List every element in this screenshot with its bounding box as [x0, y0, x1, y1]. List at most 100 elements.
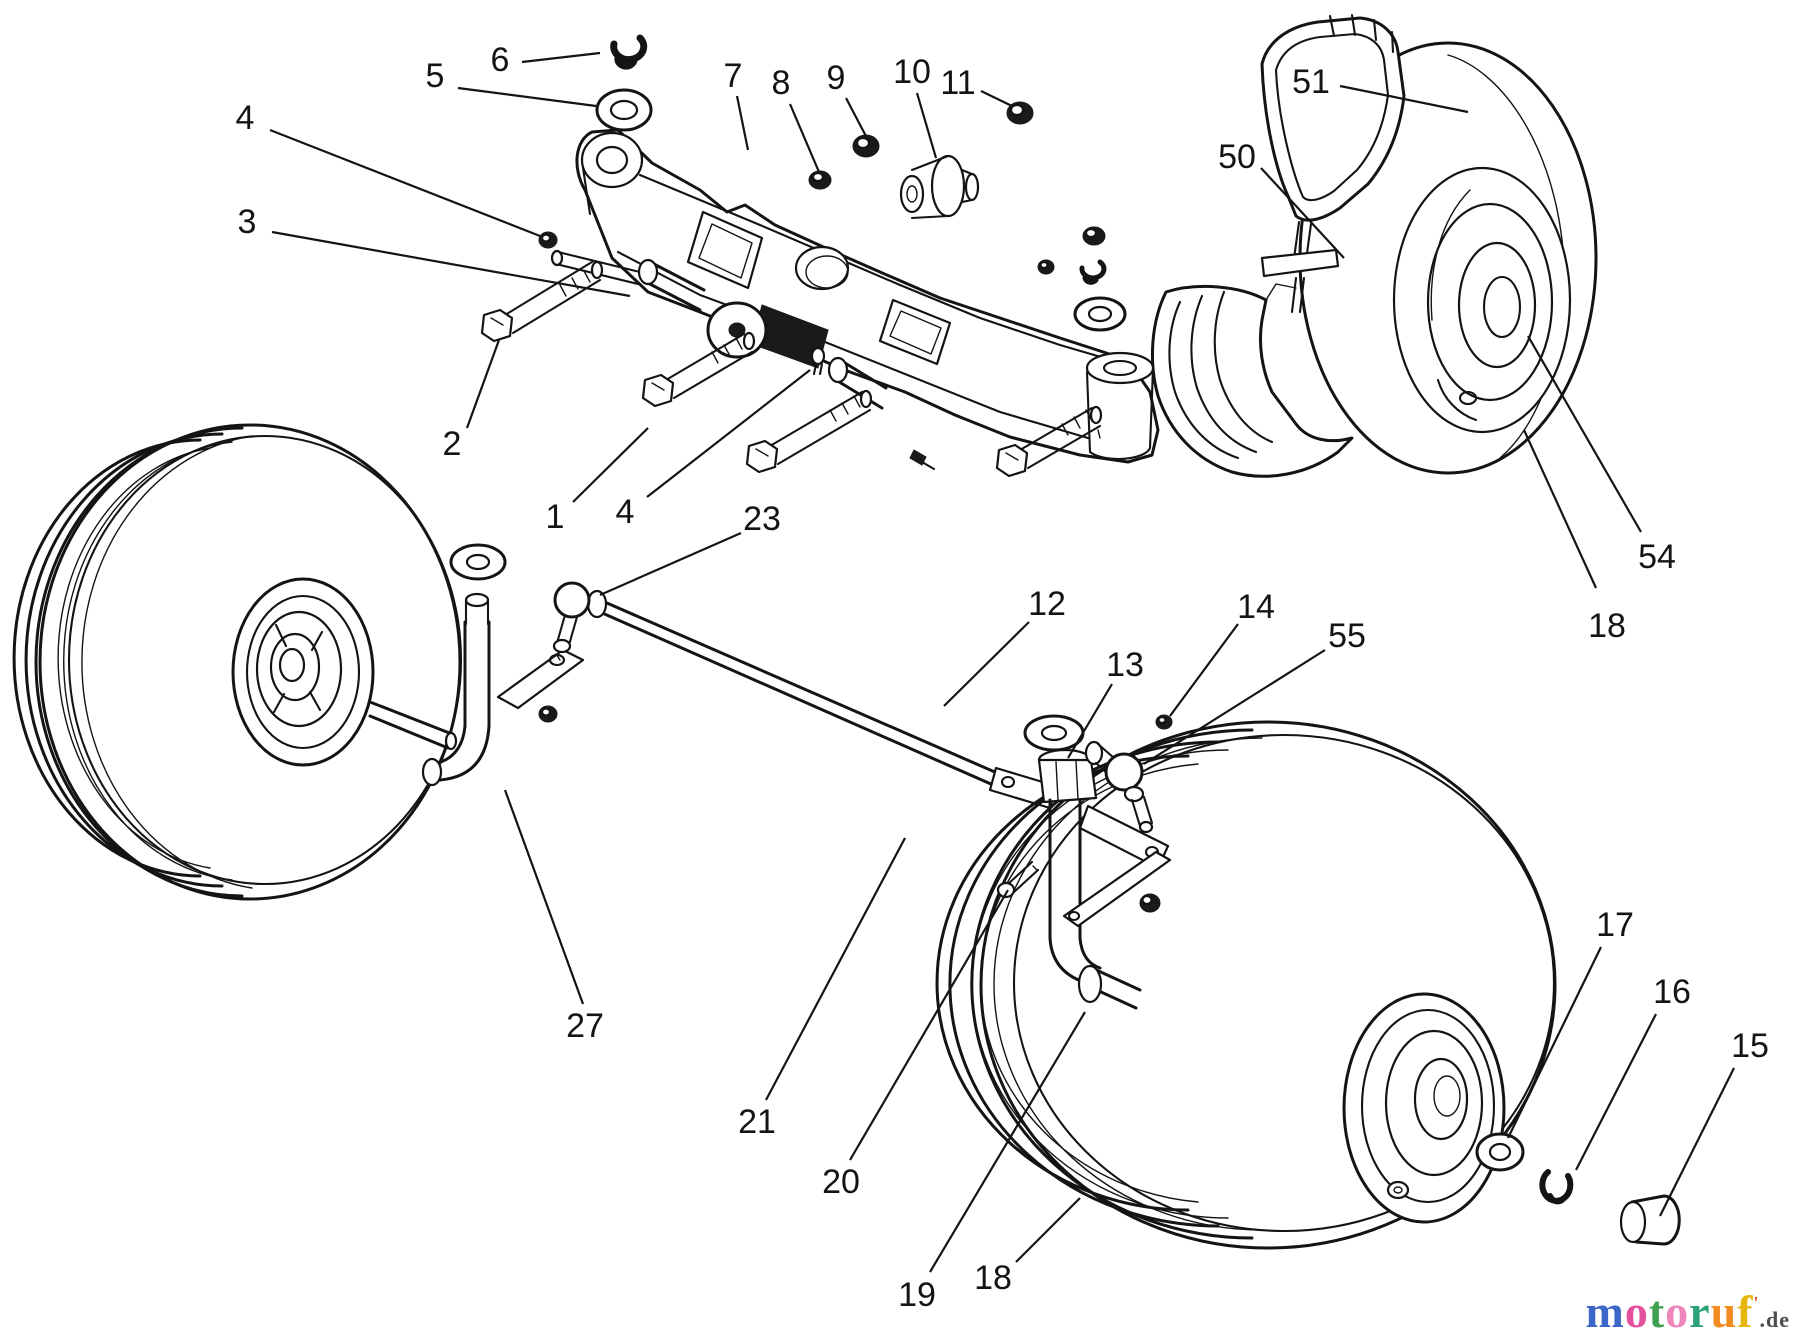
callout-3: 3 — [238, 203, 257, 241]
leader-5 — [457, 86, 597, 108]
callout-16: 16 — [1653, 973, 1691, 1011]
small-hardware-top — [595, 34, 1127, 332]
wheel-hub-half-54 — [1392, 166, 1572, 434]
hex-bolt-3 — [745, 389, 873, 474]
cutaway-tire-face-line — [1447, 54, 1565, 459]
e-clip-icon-right — [1079, 259, 1107, 285]
callout-15: 15 — [1731, 1027, 1769, 1065]
callout-27: 27 — [566, 1007, 604, 1045]
callout-9: 9 — [827, 59, 846, 97]
callout-12: 12 — [1028, 585, 1066, 623]
left-wheel — [12, 423, 463, 901]
logo-letter: o — [1624, 1286, 1649, 1337]
callout-1: 1 — [546, 498, 565, 536]
hex-bolt-2 — [480, 260, 604, 343]
hex-bolt-4 — [995, 405, 1103, 478]
leader-10 — [915, 92, 938, 159]
leader-13 — [1067, 683, 1113, 759]
callout-8: 8 — [772, 64, 791, 102]
washer-icon-17 — [1475, 1132, 1525, 1172]
leader-16 — [1575, 1013, 1657, 1171]
leader-3 — [271, 230, 631, 298]
callout-54: 54 — [1638, 538, 1676, 576]
spacer-tube-upper — [637, 258, 706, 312]
axle-end-parts — [1475, 1132, 1681, 1246]
callout-55: 55 — [1328, 617, 1366, 655]
leader-1 — [572, 427, 649, 503]
callout-21: 21 — [738, 1103, 776, 1141]
nut-icon-small — [1037, 259, 1055, 275]
wheel-rim-half-51 — [1260, 13, 1406, 314]
motoruf-logo-word: motoruf — [1585, 1286, 1753, 1337]
callout-18-wheel: 18 — [1588, 607, 1626, 645]
flange-nut-4 — [538, 231, 558, 249]
washer-icon-5 — [595, 88, 653, 132]
left-wheel-hub — [231, 577, 375, 767]
wheel-tread-half-50 — [1150, 283, 1354, 478]
motoruf-logo-suffix: .de — [1759, 1307, 1790, 1332]
axle-beam-outline — [575, 128, 1160, 464]
axle-center-hole — [794, 245, 850, 291]
leader-23 — [599, 531, 742, 597]
ball-joint-55 — [1084, 740, 1154, 834]
axle-beam — [575, 128, 1160, 471]
nut-icon-left-arm — [538, 705, 558, 723]
logo-letter: o — [1665, 1286, 1690, 1337]
washer-icon-right-spindle — [1023, 714, 1085, 752]
tie-rod — [598, 598, 1006, 790]
nut-icon-right-arm — [1139, 893, 1161, 913]
callout-10: 10 — [893, 53, 931, 91]
callout-50: 50 — [1218, 138, 1256, 176]
leader-18-wheel — [1522, 429, 1598, 589]
tie-rod-assembly — [552, 581, 1058, 810]
cap-icon-15 — [1619, 1194, 1681, 1246]
nut-icon-9 — [852, 134, 880, 158]
callout-51: 51 — [1292, 63, 1330, 101]
motoruf-logo-mark: ' — [1753, 1293, 1760, 1313]
callout-7: 7 — [724, 57, 743, 95]
callout-13: 13 — [1106, 646, 1144, 684]
cutaway-wheel — [1150, 13, 1598, 478]
ball-joint-23 — [552, 581, 608, 661]
callout-17: 17 — [1596, 906, 1634, 944]
axle-right-boss — [1085, 351, 1155, 461]
leader-15 — [1659, 1067, 1735, 1217]
leader-20 — [849, 889, 1009, 1161]
callout-23: 23 — [743, 500, 781, 538]
grease-fitting-icon — [810, 346, 826, 376]
callout-20: 20 — [822, 1163, 860, 1201]
leader-11 — [980, 90, 1013, 107]
leader-6 — [521, 51, 601, 64]
leader-8 — [788, 103, 821, 173]
leader-2 — [465, 339, 501, 429]
callout-19: 19 — [898, 1276, 936, 1314]
pivot-hardware — [480, 231, 1103, 478]
logo-letter: f — [1737, 1286, 1754, 1337]
leader-12 — [943, 621, 1030, 707]
callout-11: 11 — [940, 64, 975, 102]
bushing-icon-10 — [899, 154, 980, 220]
left-spindle — [421, 543, 585, 787]
leader-14 — [1169, 623, 1239, 717]
callout-2: 2 — [443, 425, 462, 463]
logo-letter: m — [1585, 1286, 1625, 1337]
leader-51 — [1339, 84, 1469, 114]
leader-17 — [1507, 946, 1602, 1139]
leader-21 — [765, 837, 906, 1101]
callout-4-upper: 4 — [236, 99, 255, 137]
leader-9 — [845, 97, 869, 141]
leader-54 — [1527, 335, 1642, 533]
small-bolt-20 — [996, 860, 1040, 899]
leader-18-axle — [1015, 1197, 1081, 1263]
leader-7 — [735, 95, 750, 151]
e-clip-icon-16 — [1539, 1169, 1574, 1205]
left-steering-arm — [496, 648, 585, 710]
callout-4-lower: 4 — [616, 493, 635, 531]
callout-6: 6 — [491, 41, 510, 79]
leader-50 — [1260, 167, 1345, 259]
nut-icon-11 — [1006, 101, 1034, 125]
right-spindle — [996, 714, 1173, 1010]
nut-icon-8 — [808, 170, 832, 190]
